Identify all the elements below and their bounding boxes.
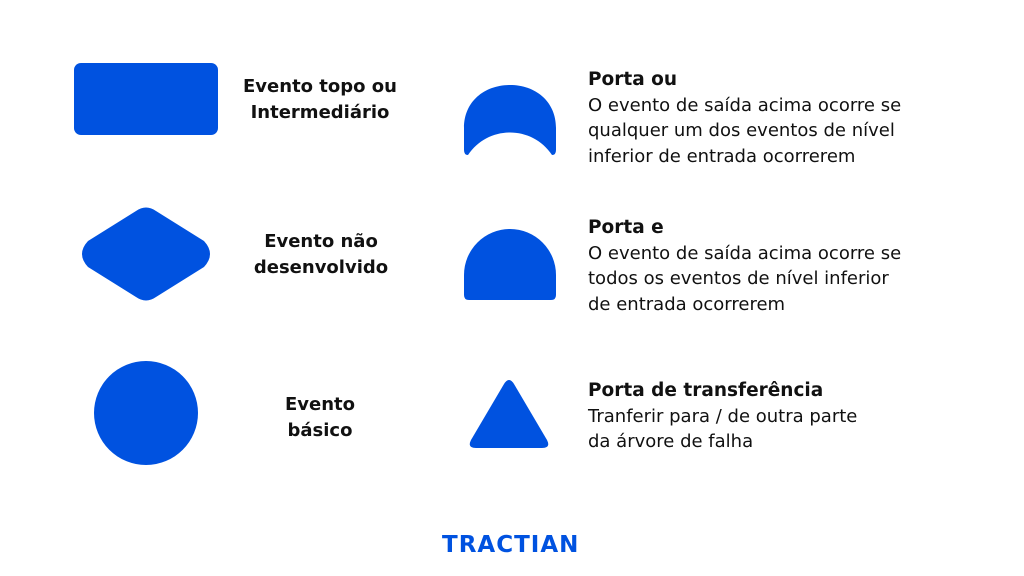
or-gate-shape [464, 85, 556, 155]
diamond-shape [82, 207, 210, 301]
and-gate-shape [464, 229, 556, 300]
circle-shape [94, 361, 198, 465]
desc-transfer-gate: Porta de transferência Tranferir para / … [588, 380, 858, 452]
desc-and-gate: Porta e O evento de saída acima ocorre s… [588, 217, 902, 315]
rectangle-shape [74, 63, 218, 135]
triangle-shape [469, 380, 549, 448]
desc-or-gate: Porta ou O evento de saída acima ocorre … [588, 69, 902, 167]
tractian-logo: TRACTIAN [442, 532, 580, 558]
